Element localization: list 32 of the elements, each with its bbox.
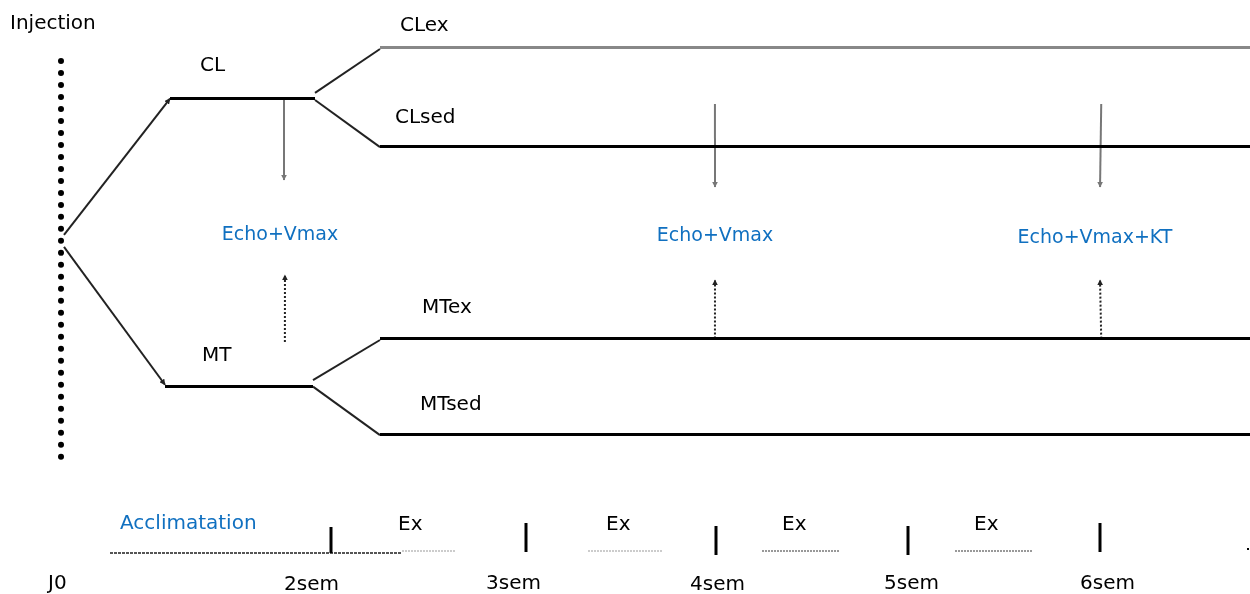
time-label: 3sem <box>486 570 541 594</box>
phase-label: Acclimatation <box>120 510 257 534</box>
measurement-label: Echo+Vmax <box>656 223 774 245</box>
dashed-timeline-bar <box>58 58 64 460</box>
time-label: J0 <box>48 570 67 594</box>
time-label: 6sem <box>1080 570 1135 594</box>
arrow <box>63 245 166 386</box>
arrow <box>281 99 287 181</box>
phase-label: Ex <box>606 511 631 535</box>
group-label: MTex <box>422 294 472 318</box>
arrow <box>712 103 718 188</box>
measurement-label: Echo+Vmax+KT <box>1017 225 1173 247</box>
phase-label: Ex <box>782 511 807 535</box>
group-label: MTsed <box>420 391 482 415</box>
group-label: CLsed <box>395 104 456 128</box>
group-label: CL <box>200 52 226 76</box>
arrow <box>63 97 171 236</box>
group-label: MT <box>202 342 232 366</box>
arrow <box>281 274 288 343</box>
arrow <box>1097 103 1104 188</box>
branch-line <box>312 339 381 382</box>
group-label: CLex <box>400 12 449 36</box>
time-label: 2sem <box>284 571 339 594</box>
time-label: 4sem <box>690 571 745 594</box>
time-label: 5sem <box>884 570 939 594</box>
axis-title: Injection <box>10 10 96 34</box>
branch-line <box>314 48 381 94</box>
branch-line <box>314 99 381 149</box>
phase-label: Ex <box>974 511 999 535</box>
branch-line <box>312 385 381 437</box>
measurement-label: Echo+Vmax <box>221 222 339 244</box>
phase-label: Ex <box>398 511 423 535</box>
